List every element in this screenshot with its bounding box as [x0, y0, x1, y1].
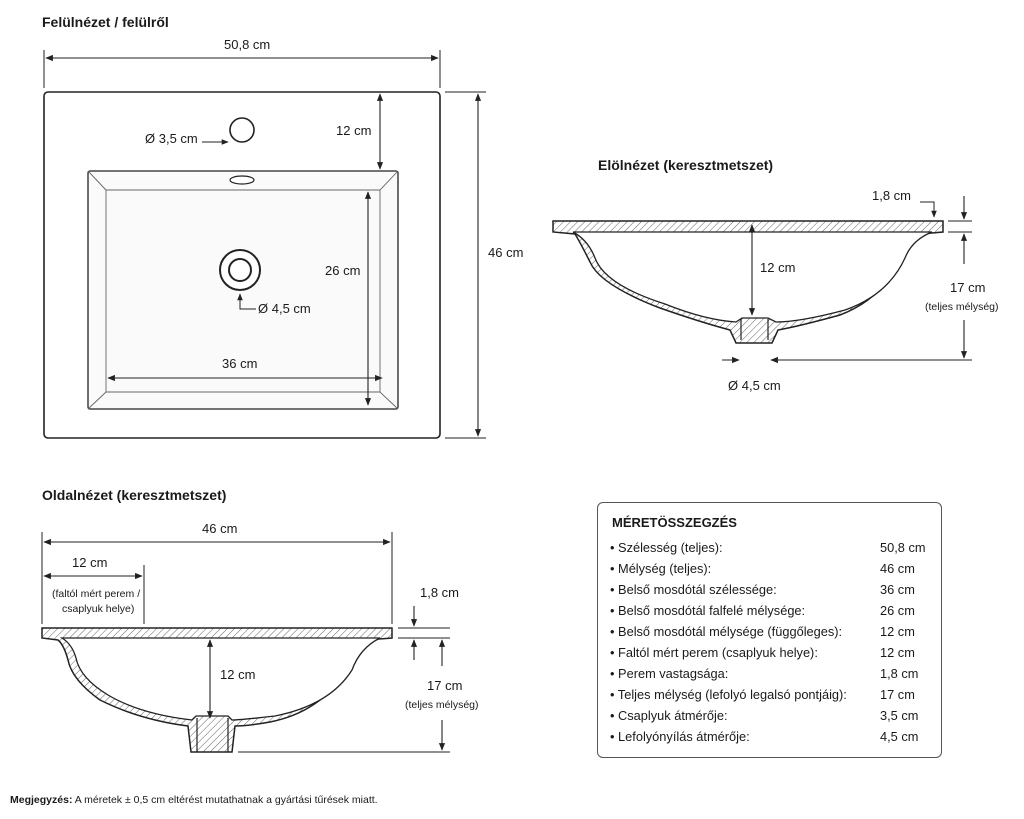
- summary-row-label: • Belső mosdótál szélessége:: [610, 582, 777, 597]
- side-view-title: Oldalnézet (keresztmetszet): [42, 487, 227, 503]
- side-rim-note-line1: (faltól mért perem /: [52, 588, 141, 600]
- summary-row: • Csaplyuk átmérője: 3,5 cm: [610, 708, 930, 729]
- top-depth-label: 46 cm: [488, 245, 524, 260]
- summary-row-value: 50,8 cm: [880, 540, 926, 555]
- summary-row-label: • Csaplyuk átmérője:: [610, 708, 728, 723]
- side-depth-label: 46 cm: [202, 521, 238, 536]
- summary-row: • Perem vastagsága: 1,8 cm: [610, 666, 930, 687]
- summary-row: • Belső mosdótál mélysége (függőleges): …: [610, 624, 930, 645]
- summary-row-value: 46 cm: [880, 561, 915, 576]
- tap-hole: [229, 117, 255, 143]
- top-back-to-bowl-label: 12 cm: [336, 123, 372, 138]
- front-total-depth-label: 17 cm: [950, 280, 986, 295]
- side-rim-note-line2: csaplyuk helye): [62, 603, 135, 615]
- drain-inner: [228, 258, 252, 282]
- summary-row-label: • Lefolyónyílás átmérője:: [610, 729, 750, 744]
- summary-row-label: • Mélység (teljes):: [610, 561, 712, 576]
- summary-row: • Mélység (teljes): 46 cm: [610, 561, 930, 582]
- summary-row-label: • Belső mosdótál falfelé mélysége:: [610, 603, 806, 618]
- top-view-title: Felülnézet / felülről: [42, 14, 169, 30]
- summary-row-label: • Szélesség (teljes):: [610, 540, 723, 555]
- summary-title: MÉRETÖSSZEGZÉS: [612, 515, 737, 530]
- side-rim-from-wall-label: 12 cm: [72, 555, 108, 570]
- side-total-depth-note: (teljes mélység): [405, 699, 479, 711]
- summary-row-value: 4,5 cm: [880, 729, 919, 744]
- overflow-slot: [229, 175, 255, 185]
- summary-row: • Szélesség (teljes): 50,8 cm: [610, 540, 930, 561]
- summary-row-label: • Perem vastagsága:: [610, 666, 729, 681]
- summary-row-label: • Faltól mért perem (csaplyuk helye):: [610, 645, 818, 660]
- top-bowl-depth-label: 26 cm: [325, 263, 361, 278]
- summary-row-value: 36 cm: [880, 582, 915, 597]
- top-bowl-width-label: 36 cm: [222, 356, 258, 371]
- summary-row-value: 3,5 cm: [880, 708, 919, 723]
- summary-row: • Belső mosdótál szélessége: 36 cm: [610, 582, 930, 603]
- front-bowl-depth-label: 12 cm: [760, 260, 796, 275]
- front-view-title: Elölnézet (keresztmetszet): [598, 157, 774, 173]
- front-view-drawing: [552, 196, 972, 364]
- summary-row-value: 12 cm: [880, 624, 915, 639]
- footnote-text: A méretek ± 0,5 cm eltérést mutathatnak …: [72, 794, 378, 806]
- summary-row-value: 17 cm: [880, 687, 915, 702]
- side-total-depth-label: 17 cm: [427, 678, 463, 693]
- summary-row: • Belső mosdótál falfelé mélysége: 26 cm: [610, 603, 930, 624]
- summary-row: • Lefolyónyílás átmérője: 4,5 cm: [610, 729, 930, 750]
- tap-hole-label: Ø 3,5 cm: [145, 131, 198, 146]
- side-view-drawing: [41, 532, 450, 753]
- top-drain-label: Ø 4,5 cm: [258, 301, 311, 316]
- summary-row-value: 12 cm: [880, 645, 915, 660]
- top-view-drawing: [43, 50, 486, 439]
- side-rim-label: 1,8 cm: [420, 585, 460, 600]
- summary-row-label: • Belső mosdótál mélysége (függőleges):: [610, 624, 843, 639]
- front-rim-label: 1,8 cm: [872, 188, 912, 203]
- summary-row-value: 1,8 cm: [880, 666, 919, 681]
- front-total-depth-note: (teljes mélység): [925, 301, 999, 313]
- side-bowl-depth-label: 12 cm: [220, 667, 256, 682]
- front-drain-label: Ø 4,5 cm: [728, 378, 781, 393]
- summary-row-label: • Teljes mélység (lefolyó legalsó pontjá…: [610, 687, 847, 702]
- footnote: Megjegyzés: A méretek ± 0,5 cm eltérést …: [10, 794, 378, 806]
- summary-row: • Faltól mért perem (csaplyuk helye): 12…: [610, 645, 930, 666]
- dimension-summary-box: MÉRETÖSSZEGZÉS • Szélesség (teljes): 50,…: [597, 502, 942, 758]
- summary-row: • Teljes mélység (lefolyó legalsó pontjá…: [610, 687, 930, 708]
- summary-row-value: 26 cm: [880, 603, 915, 618]
- footnote-label: Megjegyzés:: [10, 794, 73, 806]
- top-width-label: 50,8 cm: [224, 37, 271, 52]
